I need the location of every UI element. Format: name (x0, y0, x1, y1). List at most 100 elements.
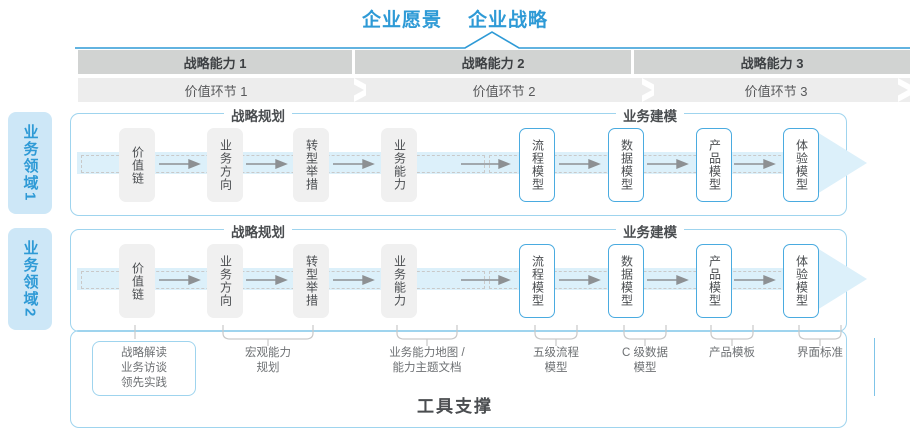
tool-label-capability-map: 业务能力地图 / 能力主题文档 (357, 346, 497, 376)
arrow-icon (734, 275, 776, 285)
arrow-icon (246, 159, 288, 169)
right-edge-divider (874, 338, 875, 396)
node-label: 数据模型 (619, 139, 634, 191)
arrow-icon (246, 275, 288, 285)
node-label: 价值链 (130, 145, 145, 185)
node-label: 转型举措 (304, 255, 319, 307)
node-process-model-1[interactable]: 流程模型 (519, 128, 555, 202)
tool-label-line: 战略解读 (121, 347, 167, 359)
capability-band: 战略能力 1 战略能力 2 战略能力 3 (78, 50, 910, 74)
domain-label-text-2: 业务领域 (21, 239, 39, 308)
node-label: 转型举措 (304, 139, 319, 191)
tool-label-line: 宏观能力 (245, 347, 291, 359)
tool-label-line: C 级数据 (622, 347, 668, 359)
node-business-direction-2[interactable]: 业务方向 (207, 244, 243, 318)
vision-connector-line (75, 31, 910, 49)
tool-label-line: 产品模板 (709, 347, 755, 359)
tool-label-product-template: 产品模板 (682, 346, 782, 361)
node-label: 业务能力 (392, 139, 407, 191)
section-title-planning-1: 战略规划 (224, 105, 292, 125)
value-cell-2[interactable]: 价值环节 2 (366, 78, 654, 102)
section-title-planning-2: 战略规划 (224, 221, 292, 241)
capability-cell-2[interactable]: 战略能力 2 (355, 50, 631, 74)
arrow-icon (559, 159, 601, 169)
arrow-icon (333, 275, 375, 285)
arrow-icon (333, 159, 375, 169)
tool-label-interface-standard: 界面标准 (770, 346, 870, 361)
node-label: 产品模型 (707, 255, 722, 307)
capability-label-1: 战略能力 1 (183, 55, 247, 71)
arrow-icon (647, 275, 689, 285)
node-transformation-measures-2[interactable]: 转型举措 (293, 244, 329, 318)
arrow-icon (159, 159, 201, 169)
tool-label-line: 模型 (544, 362, 568, 374)
brace-connectors (134, 325, 842, 346)
node-label: 业务方向 (218, 255, 233, 307)
tool-label-c-level-data-model: C 级数据 模型 (595, 346, 695, 376)
tool-label-line: 模型 (633, 362, 657, 374)
capability-cell-3[interactable]: 战略能力 3 (634, 50, 910, 74)
node-label: 数据模型 (619, 255, 634, 307)
node-label: 业务方向 (218, 139, 233, 191)
node-experience-model-1[interactable]: 体验模型 (783, 128, 819, 202)
vision-title-enterprise-strategy: 企业战略 (468, 9, 549, 31)
node-business-direction-1[interactable]: 业务方向 (207, 128, 243, 202)
section-title-modeling-1: 业务建模 (616, 105, 684, 125)
value-cell-1[interactable]: 价值环节 1 (78, 78, 366, 102)
node-business-capability-2[interactable]: 业务能力 (381, 244, 417, 318)
tool-label-strategy-interpretation[interactable]: 战略解读 业务访谈 领先实践 (92, 341, 196, 396)
domain-label-number-2: 2 (21, 307, 39, 319)
tool-label-line: 领先实践 (121, 377, 167, 389)
tool-label-line: 能力主题文档 (392, 362, 462, 374)
vision-title-row: 企业愿景 企业战略 (0, 4, 910, 32)
tool-label-five-level-process-model: 五级流程 模型 (506, 346, 606, 376)
node-transformation-measures-1[interactable]: 转型举措 (293, 128, 329, 202)
node-data-model-1[interactable]: 数据模型 (608, 128, 644, 202)
node-value-chain-2[interactable]: 价值链 (119, 244, 155, 318)
tool-label-line: 五级流程 (533, 347, 579, 359)
node-label: 业务能力 (392, 255, 407, 307)
footer-title: 工具支撑 (417, 397, 493, 416)
section-title-modeling-2: 业务建模 (616, 221, 684, 241)
arrow-icon (159, 275, 201, 285)
domain-row-2: 战略规划 业务建模 价值链 业务方向 转型举措 业务能力 流程模型 数据模型 产… (70, 221, 867, 332)
flow-arrow-band-2 (77, 248, 867, 310)
node-label: 流程模型 (530, 139, 545, 191)
value-label-1: 价值环节 1 (184, 83, 248, 99)
value-band: 价值环节 1 价值环节 2 价值环节 3 (78, 78, 910, 102)
node-label: 价值链 (130, 261, 145, 301)
node-label: 流程模型 (530, 255, 545, 307)
value-label-3: 价值环节 3 (744, 83, 808, 99)
node-process-model-2[interactable]: 流程模型 (519, 244, 555, 318)
domain-label-text-1: 业务领域 (21, 123, 39, 192)
capability-label-3: 战略能力 3 (740, 55, 804, 71)
tool-label-line: 界面标准 (797, 347, 843, 359)
node-business-capability-1[interactable]: 业务能力 (381, 128, 417, 202)
value-label-2: 价值环节 2 (472, 83, 536, 99)
node-label: 体验模型 (794, 139, 809, 191)
arrow-icon (734, 159, 776, 169)
node-data-model-2[interactable]: 数据模型 (608, 244, 644, 318)
tool-label-line: 业务访谈 (121, 362, 167, 374)
capability-cell-1[interactable]: 战略能力 1 (78, 50, 352, 74)
value-chevron-3 (898, 78, 910, 102)
arrow-icon (647, 159, 689, 169)
tool-label-macro-capability-planning: 宏观能力 规划 (218, 346, 318, 376)
node-experience-model-2[interactable]: 体验模型 (783, 244, 819, 318)
node-value-chain-1[interactable]: 价值链 (119, 128, 155, 202)
arrow-icon (559, 275, 601, 285)
arrow-icon (461, 275, 511, 285)
tool-label-line: 业务能力地图 / (389, 347, 465, 359)
value-cell-3[interactable]: 价值环节 3 (654, 78, 910, 102)
vision-title-enterprise-vision: 企业愿景 (361, 9, 442, 31)
node-product-model-1[interactable]: 产品模型 (696, 128, 732, 202)
tool-support-container (70, 330, 847, 428)
arrow-icon (461, 159, 511, 169)
node-label: 体验模型 (794, 255, 809, 307)
capability-label-2: 战略能力 2 (461, 55, 525, 71)
domain-label-number-1: 1 (21, 191, 39, 203)
node-product-model-2[interactable]: 产品模型 (696, 244, 732, 318)
